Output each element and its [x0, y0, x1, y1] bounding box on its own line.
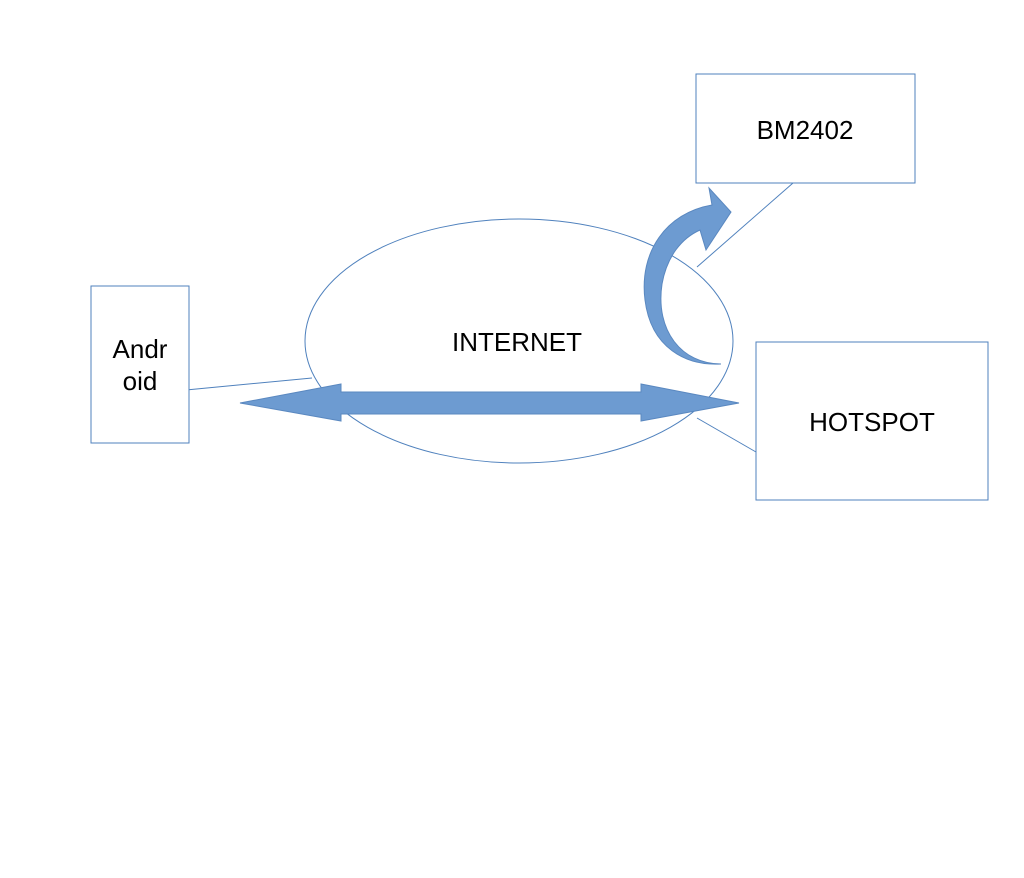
android-label-line2: oid	[123, 366, 158, 396]
hotspot-box[interactable]	[755, 341, 989, 501]
internet-bm2402-connector	[696, 182, 794, 268]
android-box[interactable]	[90, 285, 190, 444]
bidirectional-arrow	[239, 383, 740, 422]
android-internet-connector	[185, 377, 313, 391]
bm2402-label: BM2402	[757, 115, 854, 145]
hotspot-label: HOTSPOT	[809, 407, 935, 437]
internet-hotspot-connector	[696, 417, 757, 453]
android-label-line1: Andr	[113, 334, 168, 364]
curved-arrow	[643, 186, 732, 365]
internet-label: INTERNET	[452, 327, 582, 357]
bm2402-box[interactable]	[695, 73, 916, 184]
